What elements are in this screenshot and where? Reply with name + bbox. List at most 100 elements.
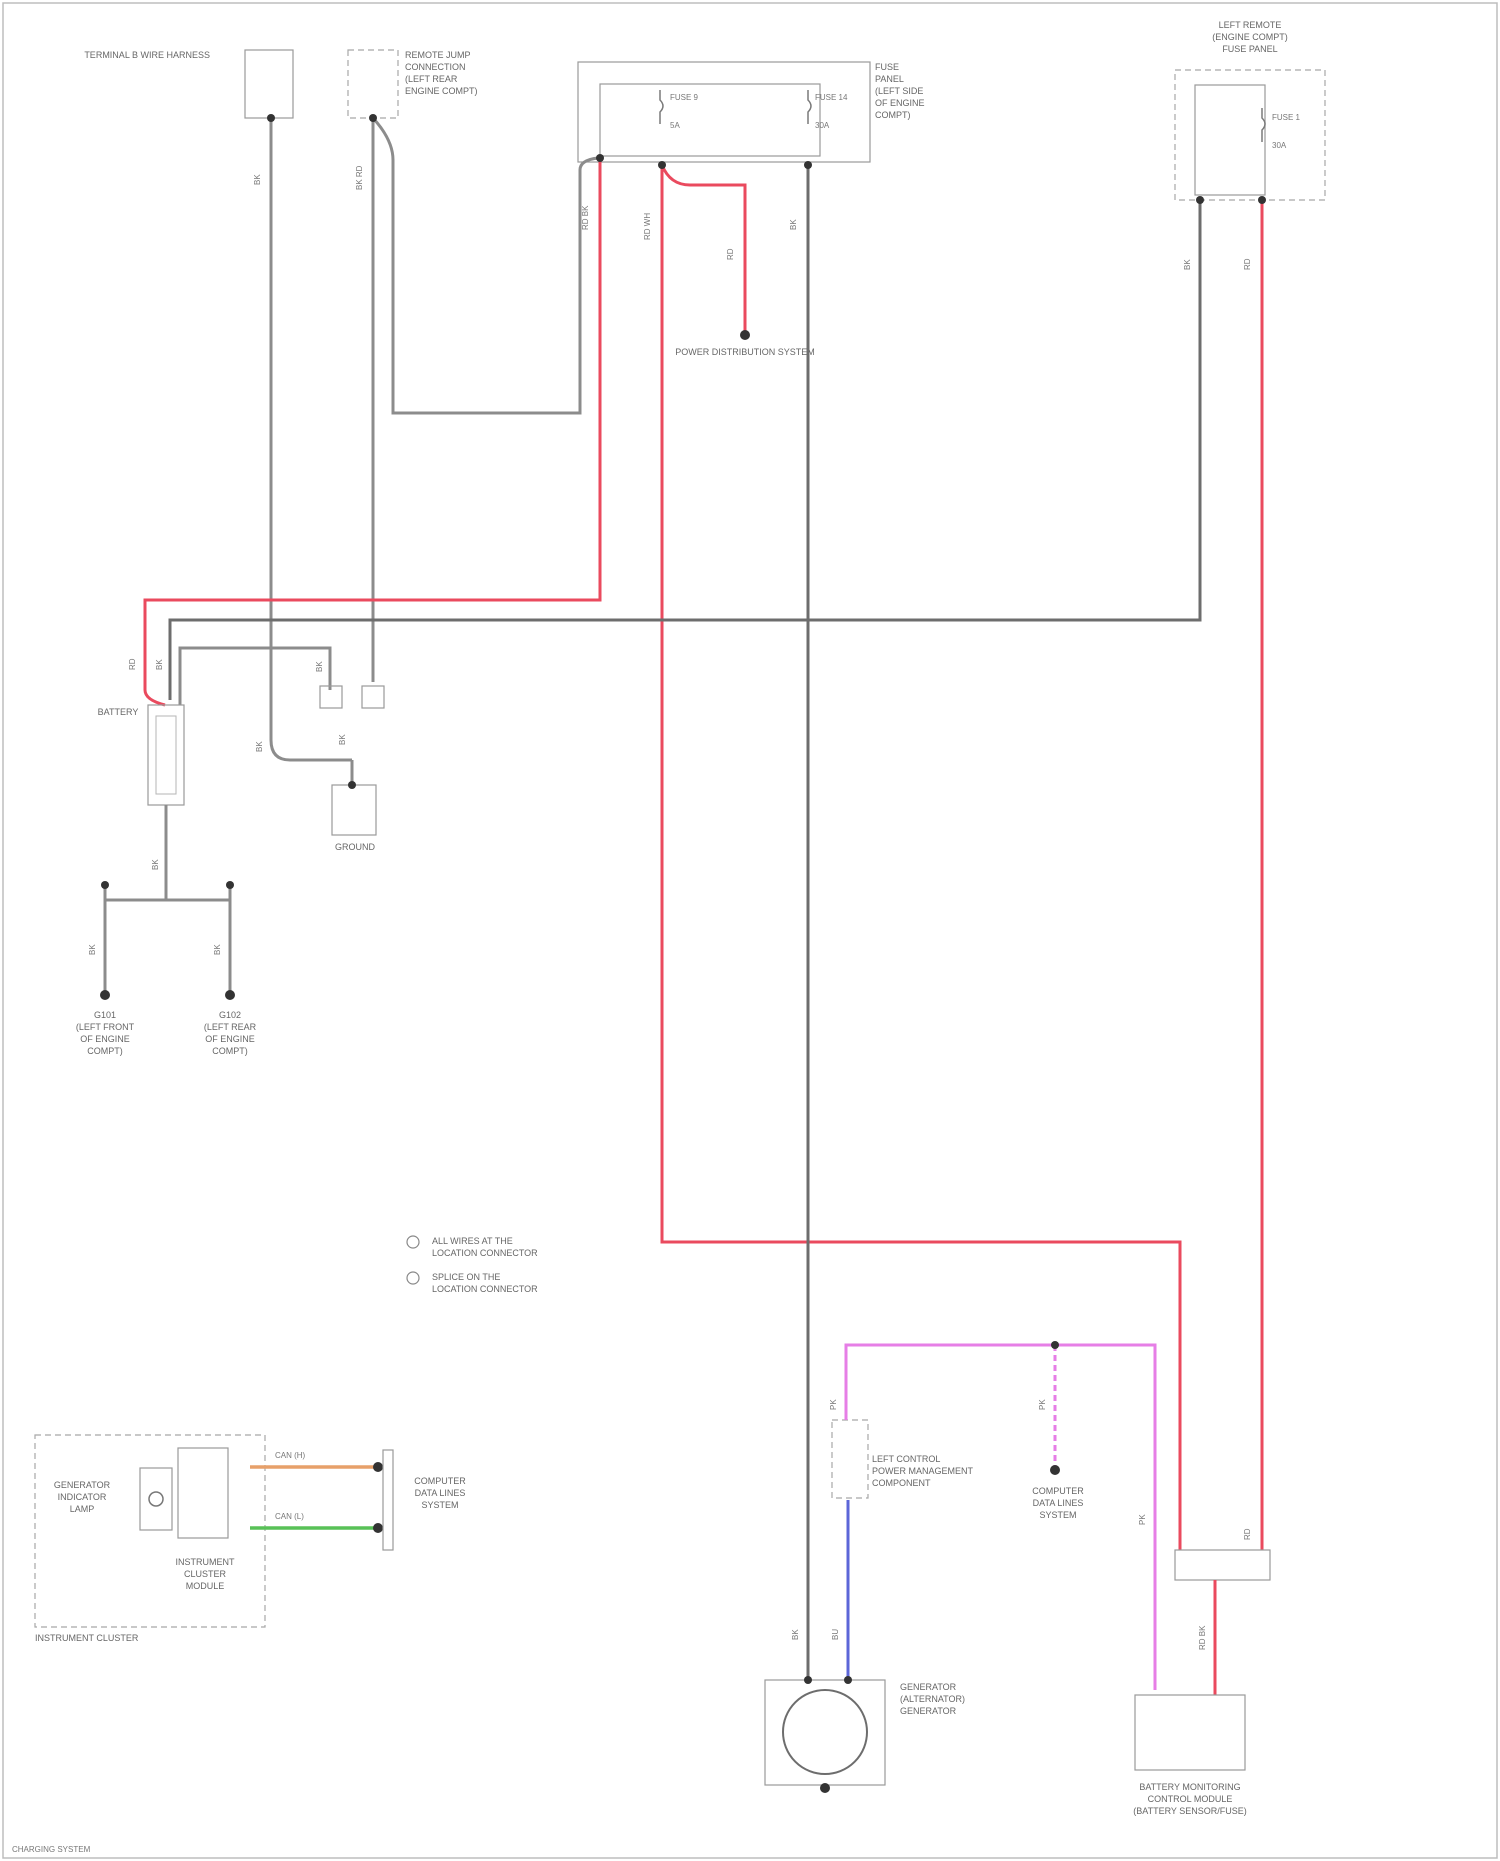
g2-line1: G102	[219, 1010, 241, 1020]
node-g101	[100, 990, 110, 1000]
legend-line1: ALL WIRES AT THE	[432, 1236, 513, 1246]
g2-line2: (LEFT REAR	[204, 1022, 257, 1032]
battery-cells	[156, 716, 176, 794]
ipc-right-2: DATA LINES	[415, 1488, 466, 1498]
w-bat3: BK	[315, 661, 324, 672]
w-c2: BK RD	[355, 165, 364, 190]
wire-red-bms	[662, 165, 1180, 1550]
fuse-panel-inner	[600, 84, 820, 156]
ipc-box-label: INSTRUMENT CLUSTER	[35, 1633, 139, 1643]
legend-icon-1	[407, 1236, 419, 1248]
w-bat2: BK	[155, 659, 164, 670]
ground-block	[332, 785, 376, 835]
wire-c2-fusepanel	[373, 118, 598, 413]
fuse1-label: FUSE 1	[1272, 113, 1301, 122]
g1-line3: OF ENGINE	[80, 1034, 130, 1044]
c5-label: POWER DISTRIBUTION SYSTEM	[675, 347, 815, 357]
wire-battery-bus	[180, 648, 330, 705]
w-c1: BK	[253, 174, 262, 185]
node-gen-ground	[820, 1783, 830, 1793]
fuse14-label: FUSE 14	[815, 93, 848, 102]
gen-line3: GENERATOR	[900, 1706, 957, 1716]
ipc-module-1: INSTRUMENT	[176, 1557, 235, 1567]
w-g1: BK	[88, 944, 97, 955]
w-c3d: BK	[789, 219, 798, 230]
c3-line5: COMPT)	[875, 110, 911, 120]
w-gnd2: BK	[338, 734, 347, 745]
ipc-module-2: CLUSTER	[184, 1569, 227, 1579]
fuse14-symbol	[808, 90, 811, 124]
w-pk3: PK	[1138, 1514, 1147, 1525]
node-gen-b	[844, 1676, 852, 1684]
generator-lamp-housing	[140, 1468, 172, 1530]
remote-jump-connector	[348, 50, 398, 118]
ipc-module-3: MODULE	[186, 1581, 225, 1591]
w-gen2: BU	[831, 1629, 840, 1640]
w-c4b: RD	[1243, 258, 1252, 270]
node-can-h	[373, 1462, 383, 1472]
node-c3a	[596, 154, 604, 162]
battery-body	[148, 705, 184, 805]
ipc-right-1: COMPUTER	[414, 1476, 466, 1486]
can-l-label: CAN (L)	[275, 1512, 304, 1521]
fuse9-symbol	[660, 90, 663, 124]
c3-line2: PANEL	[875, 74, 904, 84]
w-bat1: RD	[128, 658, 137, 670]
node-power-dist	[740, 330, 750, 340]
ground-label: GROUND	[335, 842, 375, 852]
w-bms: RD BK	[1198, 1625, 1207, 1650]
wire-c4-battery	[170, 200, 1200, 700]
c2-line2: CONNECTION	[405, 62, 466, 72]
bms-line3: (BATTERY SENSOR/FUSE)	[1133, 1806, 1247, 1816]
node-ccm	[1050, 1465, 1060, 1475]
wire-c1-ground	[271, 118, 352, 760]
legend-line3: SPLICE ON THE	[432, 1272, 500, 1282]
left-remote-fuse-inner	[1195, 85, 1265, 195]
legend-line2: LOCATION CONNECTOR	[432, 1248, 538, 1258]
ipc-lamp-3: LAMP	[70, 1504, 95, 1514]
w-c3c: RD WH	[643, 213, 652, 240]
power-mgmt-connector	[832, 1420, 868, 1498]
node-c1	[267, 114, 275, 122]
c4-line2: (ENGINE COMPT)	[1212, 32, 1288, 42]
bms-module	[1135, 1695, 1245, 1770]
w-gnd1: BK	[255, 741, 264, 752]
w-c3b: RD	[726, 248, 735, 260]
c3-line4: OF ENGINE	[875, 98, 925, 108]
g1-line2: (LEFT FRONT	[76, 1022, 135, 1032]
ipc-right-3: SYSTEM	[421, 1500, 458, 1510]
c3-line1: FUSE	[875, 62, 899, 72]
left-remote-fuse-panel	[1175, 70, 1325, 200]
c4-line1: LEFT REMOTE	[1219, 20, 1282, 30]
node-c4b	[1258, 196, 1266, 204]
terminal-b-connector	[245, 50, 293, 118]
g2-line3: OF ENGINE	[205, 1034, 255, 1044]
ipc-module-box	[178, 1448, 228, 1538]
node-g1-top	[101, 881, 109, 889]
c2-line3: (LEFT REAR	[405, 74, 458, 84]
w-c3a: RD BK	[581, 205, 590, 230]
ccm-bracket	[383, 1450, 393, 1550]
c3-line3: (LEFT SIDE	[875, 86, 923, 96]
ipc-lamp-2: INDICATOR	[58, 1492, 107, 1502]
fuse9-label: FUSE 9	[670, 93, 699, 102]
node-c3b	[658, 161, 666, 169]
g1-line1: G101	[94, 1010, 116, 1020]
fuse1-amp: 30A	[1272, 141, 1287, 150]
generator-lamp-icon	[149, 1492, 163, 1506]
ipc-lamp-1: GENERATOR	[54, 1480, 111, 1490]
fuse-panel-box	[578, 62, 870, 162]
w-g2: BK	[213, 944, 222, 955]
node-pink-split	[1051, 1341, 1059, 1349]
ccm2-2: DATA LINES	[1033, 1498, 1084, 1508]
node-g102	[225, 990, 235, 1000]
vr-line3: COMPONENT	[872, 1478, 931, 1488]
bms-line2: CONTROL MODULE	[1148, 1794, 1233, 1804]
c2-line4: ENGINE COMPT)	[405, 86, 478, 96]
footer-label: CHARGING SYSTEM	[12, 1845, 91, 1854]
node-c4a	[1196, 196, 1204, 204]
generator-icon	[783, 1690, 867, 1774]
ccm2-3: SYSTEM	[1039, 1510, 1076, 1520]
